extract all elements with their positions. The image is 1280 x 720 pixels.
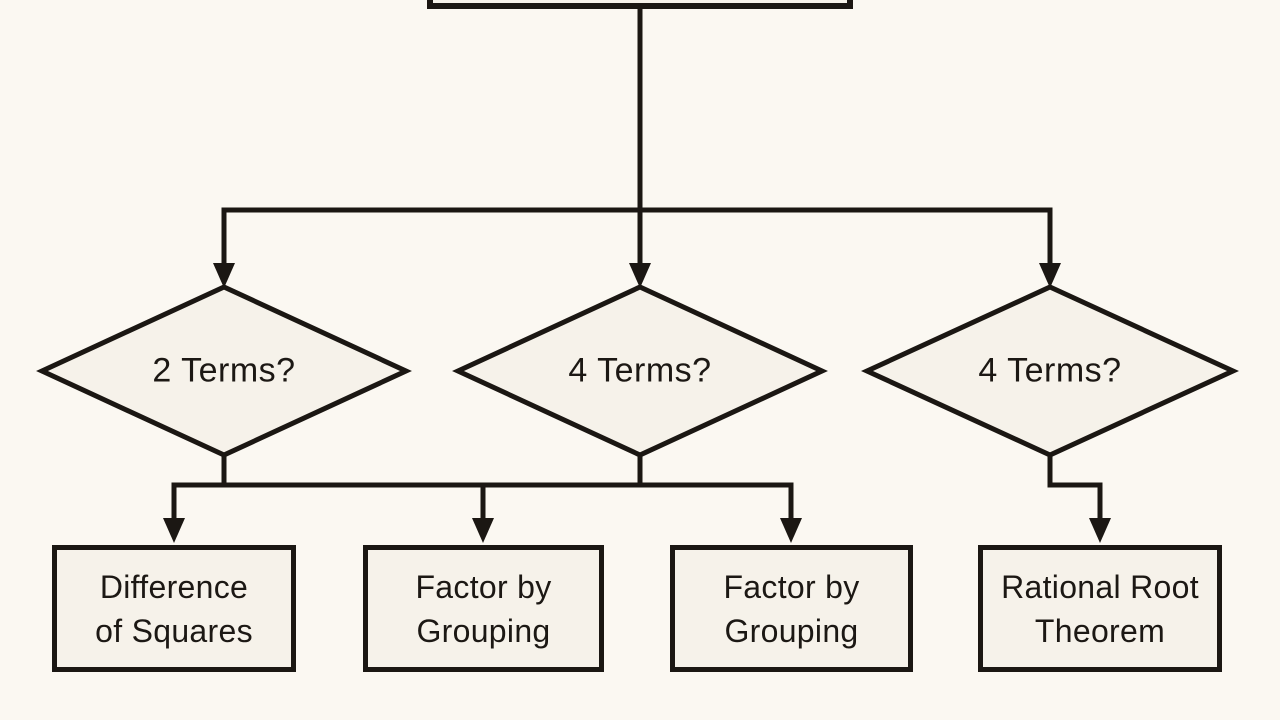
outcome-label-line: of Squares xyxy=(95,612,253,649)
arrow-into-outcome-1-icon xyxy=(163,518,185,543)
arrow-into-decision-1-icon xyxy=(213,263,235,288)
outcome-label-line: Rational Root xyxy=(1001,568,1199,605)
arrow-into-decision-3-icon xyxy=(1039,263,1061,288)
outcome-box-difference-of-squares: Difference of Squares xyxy=(52,545,296,672)
outcome-label-line: Difference xyxy=(99,568,249,605)
outcome-box-factor-by-grouping-2: Factor by Grouping xyxy=(670,545,913,672)
arrow-into-outcome-3-icon xyxy=(780,518,802,543)
arrow-into-outcome-4-icon xyxy=(1089,518,1111,543)
connector-rail-upper xyxy=(221,207,1053,263)
outcome-label-line: Grouping xyxy=(724,612,859,649)
outcome-label-line: Factor by xyxy=(415,568,552,605)
arrow-into-outcome-2-icon xyxy=(472,518,494,543)
arrow-into-decision-2-icon xyxy=(629,263,651,288)
decision-label-2-terms: 2 Terms? xyxy=(152,351,296,390)
outcome-label-line: Grouping xyxy=(416,612,551,649)
decision-label-4-terms-middle: 4 Terms? xyxy=(568,351,712,390)
outcome-box-rational-root-theorem: Rational Root Theorem xyxy=(978,545,1222,672)
connector-elbow-decision-3 xyxy=(1047,455,1103,520)
outcome-label-line: Factor by xyxy=(723,568,860,605)
outcome-label-line: Theorem xyxy=(1034,612,1166,649)
outcome-box-factor-by-grouping-1: Factor by Grouping xyxy=(363,545,604,672)
decision-label-4-terms-right: 4 Terms? xyxy=(978,351,1122,390)
